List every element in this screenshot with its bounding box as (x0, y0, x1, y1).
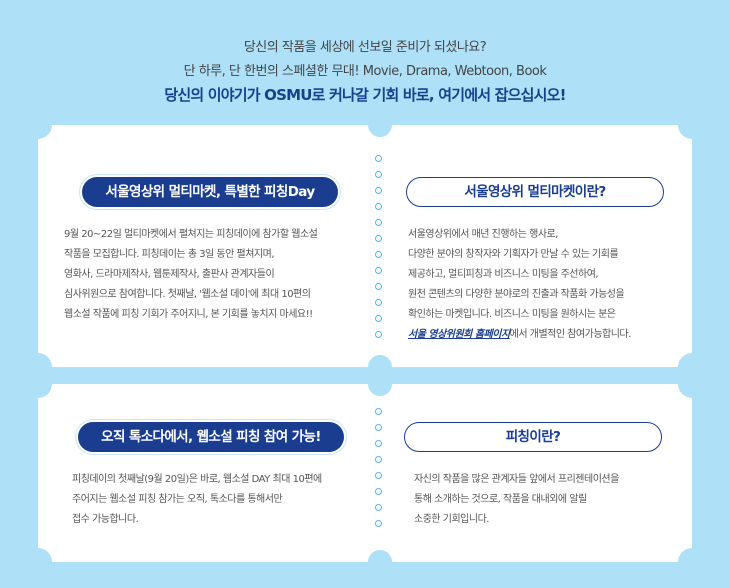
intro-line-2: 단 하루, 단 한번의 스페셜한 무대! Movie, Drama, Webto… (183, 64, 547, 79)
text-line: 접수 가능합니다. (72, 514, 139, 525)
text-line: 제공하고, 멀티피칭과 비즈니스 미팅을 주선하여, (408, 269, 599, 280)
top-left-text: 9월 20~22일 멀티마켓에서 펼쳐지는 피칭데이에 참가할 웹소설 작품을 … (64, 225, 318, 325)
text-line: 작품을 모집합니다. 피칭데이는 총 3일 동안 펼쳐지며, (64, 249, 275, 260)
text-line: 통해 소개하는 것으로, 작품을 대내외에 알릴 (414, 494, 587, 505)
text-line: 심사위원으로 참여합니다. 첫째날, '웹소설 데이'에 최대 10편의 (64, 289, 311, 300)
text-line: 소중한 기회입니다. (414, 514, 489, 525)
intro-line-1: 당신의 작품을 세상에 선보일 준비가 되셨나요? (243, 40, 487, 55)
text-line: 웹소설 작품에 피칭 기회가 주어지니, 본 기회를 놓치지 마세요!! (64, 309, 313, 320)
perforation-dot (375, 203, 382, 210)
perforation-dot (375, 331, 382, 338)
ticket-top: 서울영상위 멀티마켓, 특별한 피칭Day 9월 20~22일 멀티마켓에서 펼… (38, 125, 692, 367)
text-line: 자신의 작품을 많은 관계자들 앞에서 프리젠테이션을 (414, 474, 619, 485)
text-line: 영화사, 드라마제작사, 웹툰제작사, 출판사 관계자들이 (64, 269, 275, 280)
perforation-dot (375, 171, 382, 178)
bottom-left-heading: 오직 톡소다에서, 웹소설 피칭 참여 가능! (78, 422, 344, 452)
seoul-film-commission-homepage-link[interactable]: 서울 영상위원회 홈페이지 (408, 329, 510, 340)
perforation-dot (375, 520, 382, 527)
text-line: 다양한 분야의 창작자와 기획자가 만날 수 있는 기회를 (408, 249, 619, 260)
perforation-dot (375, 424, 382, 431)
intro-headline: 당신의 이야기가 OSMU로 커나갈 기회 바로, 여기에서 잡으십시오! (164, 86, 566, 104)
perforation-dot (375, 315, 382, 322)
top-right-heading: 서울영상위 멀티마켓이란? (406, 177, 664, 207)
text-line: 주어지는 웹소설 피칭 참가는 오직, 톡소다를 통해서만 (72, 494, 283, 505)
bottom-right-heading: 피칭이란? (404, 422, 662, 452)
perforation-dot (375, 187, 382, 194)
text-line: 원천 콘텐츠의 다양한 분야로의 진출과 작품화 가능성을 (408, 289, 625, 300)
perforation-dot (375, 235, 382, 242)
perforation-dot (375, 504, 382, 511)
perforation-dot (375, 440, 382, 447)
perforation-dot (375, 488, 382, 495)
bottom-right-text: 자신의 작품을 많은 관계자들 앞에서 프리젠테이션을 통해 소개하는 것으로,… (414, 470, 619, 530)
perforation-dot (375, 456, 382, 463)
perforation-dot (375, 299, 382, 306)
link-suffix: 에서 개별적인 참여가능합니다. (509, 329, 632, 340)
text-line: 서울 영상위원회 홈페이지에서 개별적인 참여가능합니다. (408, 325, 631, 345)
text-line: 9월 20~22일 멀티마켓에서 펼쳐지는 피칭데이에 참가할 웹소설 (64, 229, 318, 240)
perforation-dot (375, 408, 382, 415)
ticket-bottom: 오직 톡소다에서, 웹소설 피칭 참여 가능! 피칭데이의 첫째날(9월 20일… (38, 384, 692, 562)
text-line: 서울영상위에서 매년 진행하는 행사로, (408, 229, 558, 240)
top-right-text: 서울영상위에서 매년 진행하는 행사로, 다양한 분야의 창작자와 기획자가 만… (408, 225, 631, 345)
perforation-dot (375, 251, 382, 258)
perforation-dot (375, 155, 382, 162)
text-line: 확인하는 마켓입니다. 비즈니스 미팅을 원하시는 분은 (408, 309, 616, 320)
top-left-heading: 서울영상위 멀티마켓, 특별한 피칭Day (82, 177, 338, 207)
perforation-dot (375, 472, 382, 479)
text-line: 피칭데이의 첫째날(9월 20일)은 바로, 웹소설 DAY 최대 10편에 (72, 474, 322, 485)
perforation-dot (375, 219, 382, 226)
perforation-dot (375, 283, 382, 290)
bottom-left-text: 피칭데이의 첫째날(9월 20일)은 바로, 웹소설 DAY 최대 10편에 주… (72, 470, 322, 530)
perforation-dot (375, 267, 382, 274)
